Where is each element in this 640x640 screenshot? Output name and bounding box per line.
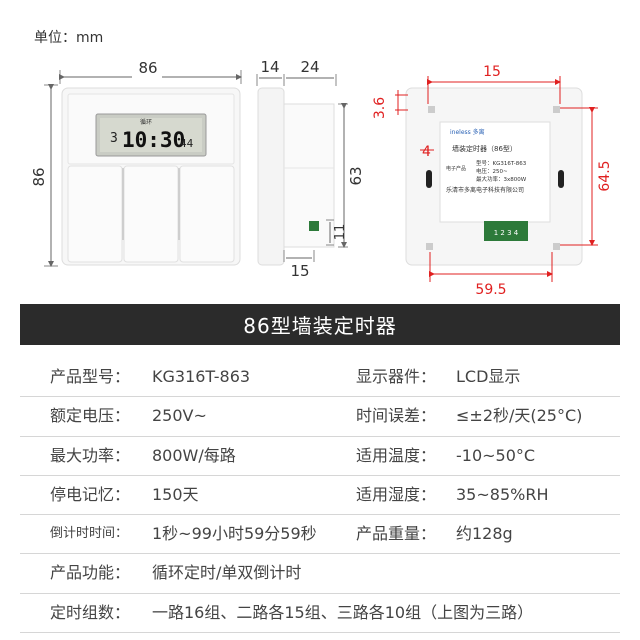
spec-row: 停电记忆： 150天 适用湿度： 35~85%RH xyxy=(20,476,620,516)
back-hole-top-dim: 15 xyxy=(483,64,501,80)
spec-label: 适用湿度： xyxy=(356,484,437,504)
side-depth-a-dim: 14 xyxy=(260,58,279,76)
spec-label: 产品重量： xyxy=(356,524,437,544)
spec-row: 额定电压： 250V~ 时间误差： ≤±2秒/天(25°C) xyxy=(20,397,620,437)
spec-label: 产品型号： xyxy=(50,367,131,386)
front-button-3 xyxy=(179,165,235,263)
spec-value: 250V~ xyxy=(152,406,207,426)
back-voltage: 电压：250~ xyxy=(476,167,508,175)
back-hole-width-dim: 59.5 xyxy=(475,282,506,298)
back-company: 乐清市多离电子科技有限公司 xyxy=(446,186,524,194)
spec-label: 产品功能： xyxy=(50,563,131,583)
spec-row: 倒计时时间： 1秒~99小时59分59秒 产品重量： 约128g xyxy=(20,515,620,555)
side-view: 14 24 63 11 15 xyxy=(256,58,365,280)
spec-value: LCD显示 xyxy=(456,367,521,386)
back-hole-height-dim: 64.5 xyxy=(597,160,613,191)
spec-value: 循环定时/单双倒计时 xyxy=(152,563,302,583)
back-offset-dim: 3.6 xyxy=(372,97,388,119)
spec-value: 150天 xyxy=(152,484,199,504)
side-terminal-dim: 11 xyxy=(333,224,348,241)
spec-label: 适用温度： xyxy=(356,445,437,465)
side-height-dim: 63 xyxy=(347,166,365,185)
spec-value: -10~50°C xyxy=(456,445,536,465)
front-height-dim: 86 xyxy=(30,167,48,186)
front-button-1 xyxy=(67,165,123,263)
product-title-banner: 86型墙装定时器 xyxy=(20,304,620,345)
spec-value: 约128g xyxy=(456,524,513,544)
front-button-2 xyxy=(123,165,179,263)
spec-row: 产品型号： KG316T-863 显示器件： LCD显示 xyxy=(20,358,620,398)
lcd-channel: 3 xyxy=(110,131,118,146)
spec-label: 时间误差： xyxy=(356,406,437,426)
spec-row: 产品功能： 循环定时/单双倒计时 xyxy=(20,554,620,594)
spec-row: 最大功率： 800W/每路 适用温度： -10~50°C xyxy=(20,437,620,476)
back-model: 型号：KG316T-863 xyxy=(476,159,527,167)
spec-value: ≤±2秒/天(25°C) xyxy=(456,406,583,426)
lcd-time: 10:30 xyxy=(122,128,185,152)
front-view: 86 86 3 10:30 44 循环 xyxy=(30,59,242,267)
spec-label: 停电记忆： xyxy=(50,484,131,504)
lcd-seconds: 44 xyxy=(180,137,194,150)
back-brand: ineless 多离 xyxy=(450,128,485,136)
unit-label: 单位：mm xyxy=(34,30,104,46)
side-bottom-dim: 15 xyxy=(290,262,309,280)
back-power: 最大功率：3x800W xyxy=(476,175,527,183)
lcd-tag: 循环 xyxy=(140,118,152,126)
spec-value: KG316T-863 xyxy=(152,367,251,386)
back-offset-small-dim: 4 xyxy=(422,144,431,160)
back-terminals: 1 2 3 4 xyxy=(494,229,519,237)
spec-value: 800W/每路 xyxy=(152,445,236,465)
product-title: 86型墙装定时器 xyxy=(243,314,397,338)
dimension-drawing: 86 86 3 10:30 44 循环 14 24 xyxy=(30,58,613,298)
spec-value: 一路16组、二路各15组、三路各10组（上图为三路） xyxy=(152,602,534,622)
spec-label: 显示器件： xyxy=(356,367,437,386)
back-title: 墙装定时器（86型） xyxy=(452,144,517,153)
spec-label: 额定电压： xyxy=(50,406,131,426)
spec-value: 35~85%RH xyxy=(456,484,549,504)
front-width-dim: 86 xyxy=(138,59,157,77)
spec-table: 产品型号： KG316T-863 显示器件： LCD显示 额定电压： 250V~… xyxy=(20,358,620,634)
side-depth-b-dim: 24 xyxy=(300,58,319,76)
back-view: 15 3.6 4 64.5 59.5 ineless 多离 墙装定时器（86型）… xyxy=(372,64,613,298)
spec-value: 1秒~99小时59分59秒 xyxy=(152,524,317,544)
spec-label: 倒计时时间： xyxy=(50,526,129,542)
spec-label: 最大功率： xyxy=(50,445,131,465)
spec-row: 定时组数： 一路16组、二路各15组、三路各10组（上图为三路） xyxy=(20,594,620,634)
spec-label: 定时组数： xyxy=(50,602,131,622)
back-cert: 电子产品 xyxy=(446,165,466,172)
